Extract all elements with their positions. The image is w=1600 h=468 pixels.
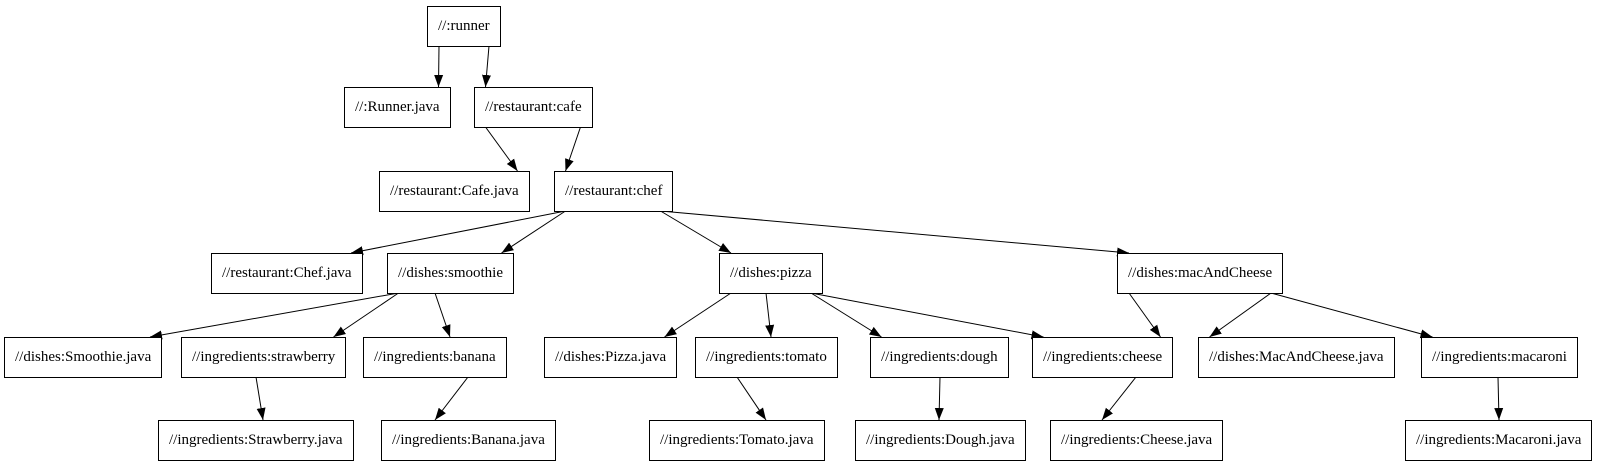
graph-node-macaroni-java: //ingredients:Macaroni.java — [1405, 420, 1593, 461]
edge-chef-to-mac-and-cheese — [660, 210, 1130, 257]
graph-node-macaroni: //ingredients:macaroni — [1421, 337, 1578, 378]
graph-node-smoothie: //dishes:smoothie — [387, 253, 514, 294]
edge-pizza-to-dough — [810, 292, 882, 338]
edge-mac-and-cheese-to-mac-and-cheese-java — [1209, 292, 1272, 338]
edge-mac-and-cheese-to-macaroni — [1270, 292, 1433, 339]
graph-node-dough: //ingredients:dough — [870, 337, 1009, 378]
edge-mac-and-cheese-to-cheese — [1128, 292, 1161, 338]
edge-pizza-to-tomato — [765, 292, 775, 338]
graph-node-smoothie-java: //dishes:Smoothie.java — [4, 337, 163, 378]
edge-dough-to-dough-java — [934, 376, 944, 421]
edge-tomato-to-tomato-java — [736, 376, 767, 421]
graph-node-chef: //restaurant:chef — [554, 171, 674, 212]
graph-node-pizza: //dishes:pizza — [719, 253, 823, 294]
graph-node-tomato-java: //ingredients:Tomato.java — [649, 420, 825, 461]
edge-runner-to-cafe — [482, 45, 492, 88]
edge-banana-to-banana-java — [434, 376, 469, 421]
graph-node-banana-java: //ingredients:Banana.java — [381, 420, 556, 461]
graph-node-mac-and-cheese-java: //dishes:MacAndCheese.java — [1198, 337, 1395, 378]
graph-node-cheese-java: //ingredients:Cheese.java — [1050, 420, 1224, 461]
edge-smoothie-to-banana — [434, 292, 451, 338]
graph-node-strawberry-java: //ingredients:Strawberry.java — [158, 420, 354, 461]
edge-smoothie-to-smoothie-java — [149, 292, 399, 340]
edge-cafe-to-cafe-java — [485, 126, 518, 172]
graph-node-cafe-java: //restaurant:Cafe.java — [379, 171, 530, 212]
edge-cafe-to-chef — [565, 126, 581, 172]
graph-node-dough-java: //ingredients:Dough.java — [855, 420, 1026, 461]
edge-pizza-to-cheese — [810, 292, 1044, 340]
edge-pizza-to-pizza-java — [664, 292, 732, 338]
graph-node-mac-and-cheese: //dishes:macAndCheese — [1117, 253, 1284, 294]
graph-node-strawberry: //ingredients:strawberry — [181, 337, 347, 378]
edge-smoothie-to-strawberry — [333, 292, 399, 338]
graph-node-cafe: //restaurant:cafe — [474, 87, 593, 128]
edge-chef-to-smoothie — [501, 210, 566, 254]
graph-node-pizza-java: //dishes:Pizza.java — [544, 337, 678, 378]
edge-chef-to-chef-java — [350, 210, 566, 256]
graph-node-banana: //ingredients:banana — [363, 337, 507, 378]
edge-runner-to-runner-java — [434, 45, 444, 88]
edge-chef-to-pizza — [660, 210, 732, 254]
edge-macaroni-to-macaroni-java — [1494, 376, 1504, 421]
edge-cheese-to-cheese-java — [1101, 376, 1137, 421]
graph-node-cheese: //ingredients:cheese — [1032, 337, 1174, 378]
edge-strawberry-to-strawberry-java — [255, 376, 266, 421]
graph-node-runner-java: //:Runner.java — [344, 87, 451, 128]
graph-node-chef-java: //restaurant:Chef.java — [211, 253, 363, 294]
graph-node-tomato: //ingredients:tomato — [695, 337, 838, 378]
graph-node-runner: //:runner — [427, 6, 501, 47]
